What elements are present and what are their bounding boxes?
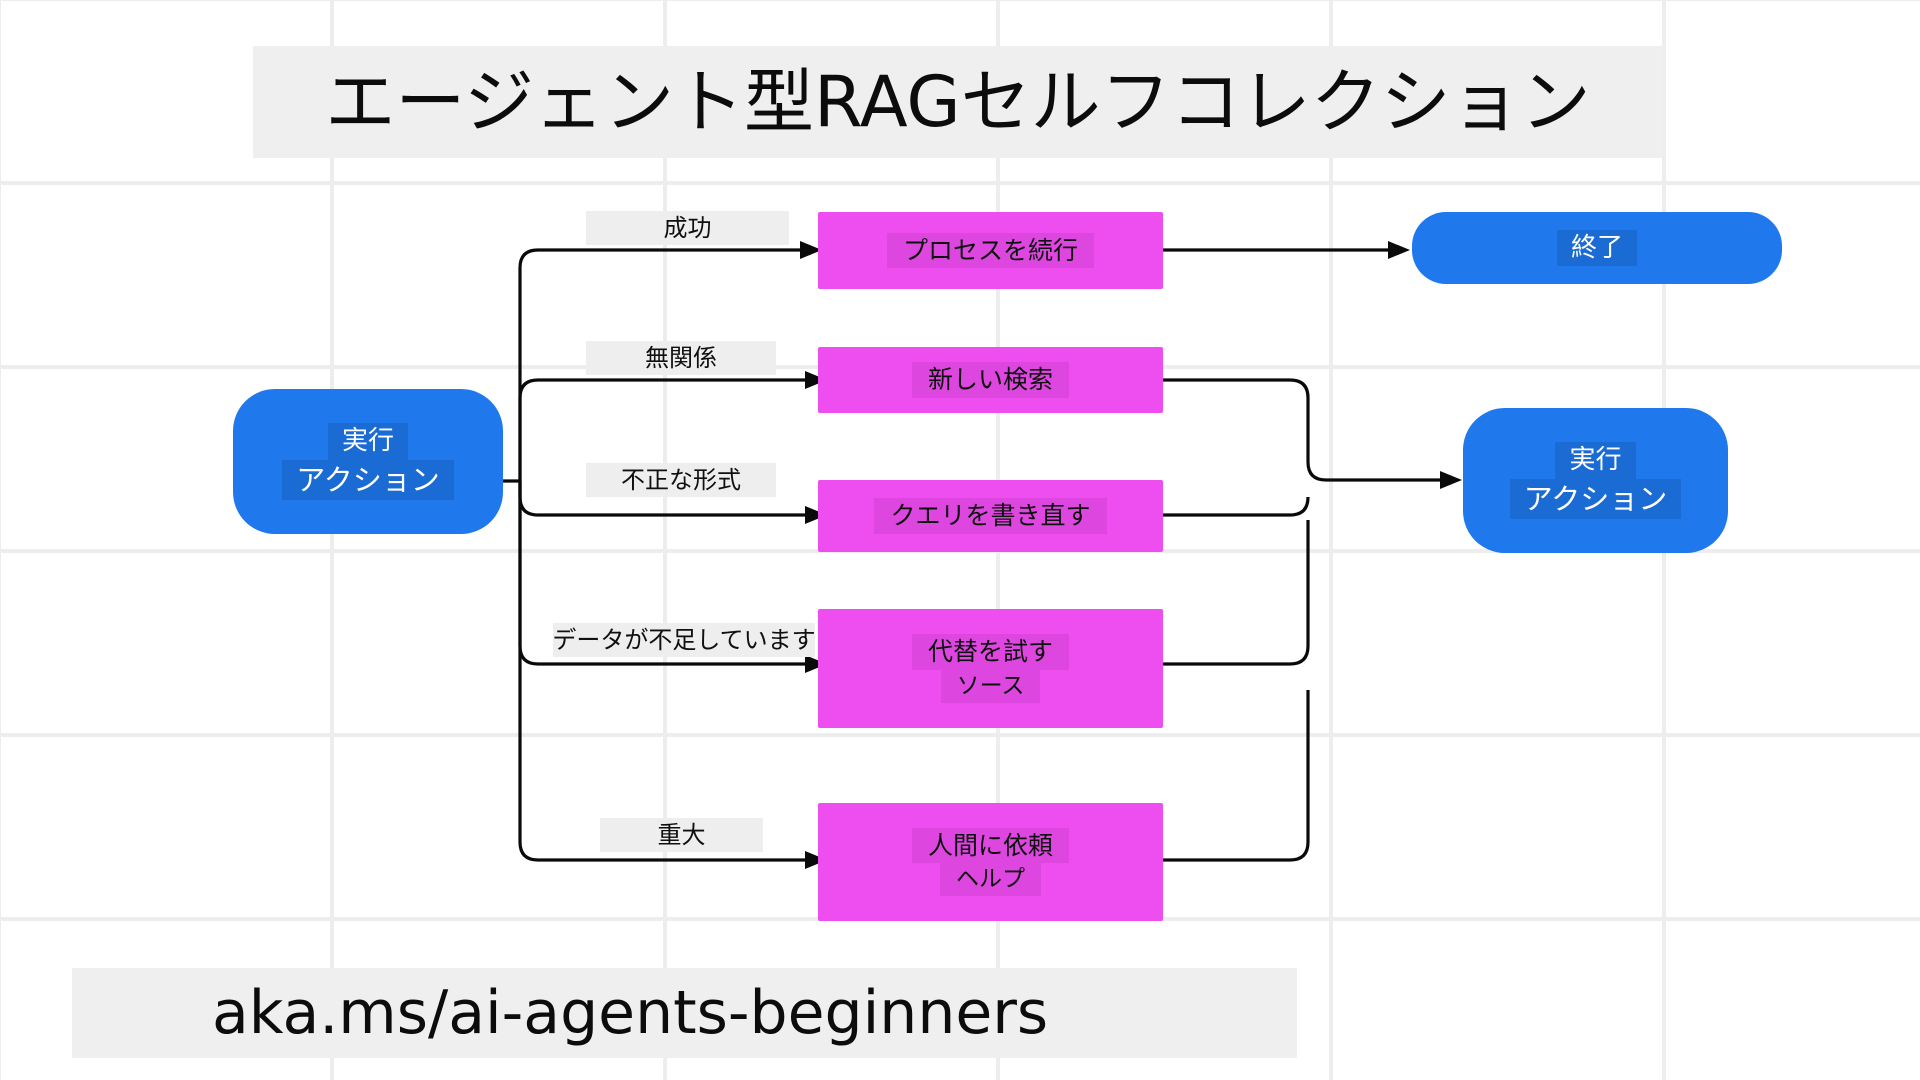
footer-url: aka.ms/ai-agents-beginners xyxy=(212,978,1049,1048)
node-start-line2: アクション xyxy=(282,459,454,500)
node-retry-line1: 実行 xyxy=(1555,442,1636,479)
node-new-search[interactable]: 新しい検索 xyxy=(818,347,1163,413)
node-rewrite-query-label: クエリを書き直す xyxy=(874,498,1107,534)
node-continue-process-label: プロセスを続行 xyxy=(886,232,1094,269)
footer-banner: aka.ms/ai-agents-beginners xyxy=(72,968,1297,1058)
node-ask-human-help[interactable]: 人間に依頼 ヘルプ xyxy=(818,803,1163,921)
node-try-alternative-line2: ソース xyxy=(940,669,1041,703)
node-end[interactable]: 終了 xyxy=(1412,212,1782,284)
node-rewrite-query[interactable]: クエリを書き直す xyxy=(818,480,1163,552)
node-ask-human-line2: ヘルプ xyxy=(940,863,1041,897)
edge-label-malformed: 不正な形式 xyxy=(586,463,776,497)
page-title: エージェント型RAGセルフコレクション xyxy=(325,61,1591,143)
node-try-alternative-line1: 代替を試す xyxy=(911,634,1069,670)
node-new-search-label: 新しい検索 xyxy=(911,362,1069,398)
node-end-label: 終了 xyxy=(1556,229,1637,267)
node-start-execute-action[interactable]: 実行 アクション xyxy=(233,389,503,534)
node-start-line1: 実行 xyxy=(327,423,408,460)
edge-label-success: 成功 xyxy=(586,211,789,245)
edge-label-insufficient-data: データが不足しています xyxy=(552,623,816,657)
node-retry-execute-action[interactable]: 実行 アクション xyxy=(1463,408,1728,553)
edge-label-irrelevant: 無関係 xyxy=(586,341,776,375)
node-retry-line2: アクション xyxy=(1509,478,1682,519)
title-banner: エージェント型RAGセルフコレクション xyxy=(253,46,1663,158)
node-try-alternative-source[interactable]: 代替を試す ソース xyxy=(818,609,1163,728)
edge-label-critical: 重大 xyxy=(600,818,763,852)
node-continue-process[interactable]: プロセスを続行 xyxy=(818,212,1163,289)
node-ask-human-line1: 人間に依頼 xyxy=(911,827,1069,864)
